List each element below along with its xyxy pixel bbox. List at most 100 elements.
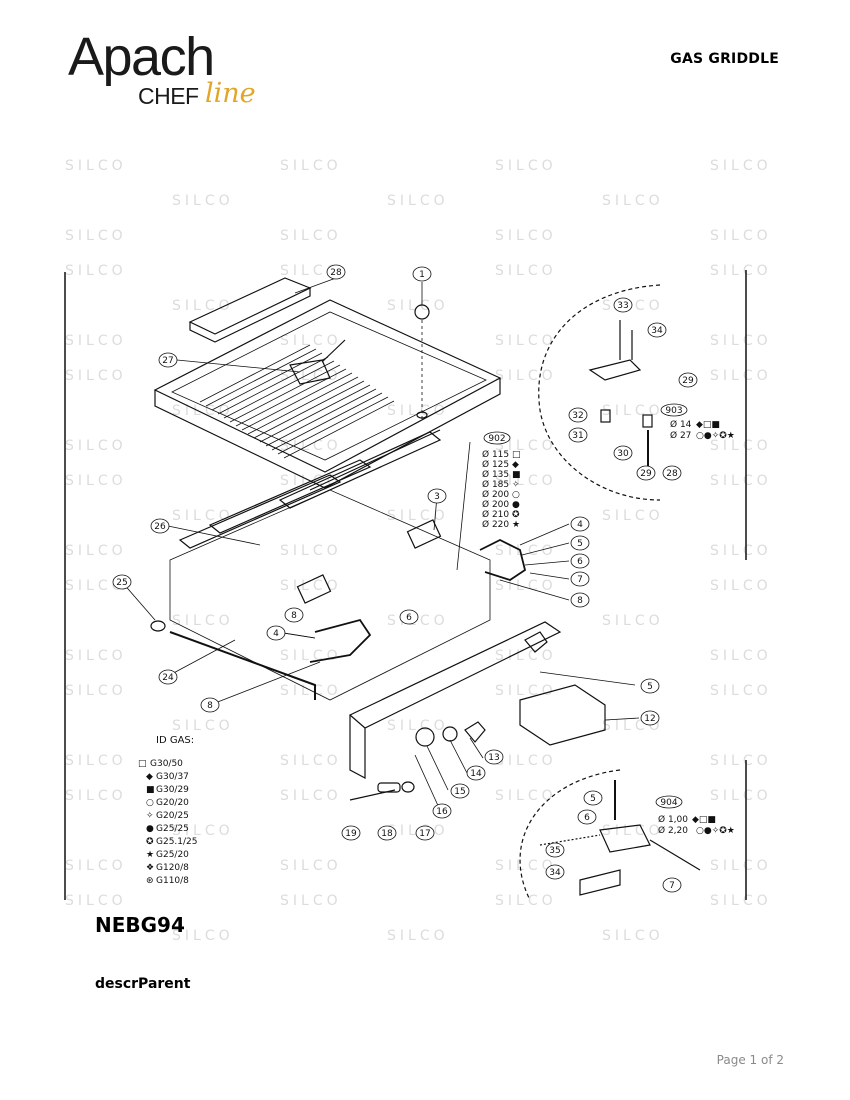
svg-text:○●✧✪★: ○●✧✪★ — [696, 431, 735, 441]
svg-text:✧: ✧ — [146, 811, 154, 821]
svg-text:17: 17 — [419, 829, 430, 839]
svg-text:✪: ✪ — [512, 510, 520, 520]
document-title: GAS GRIDDLE — [670, 51, 779, 67]
watermark-text: SILCO — [65, 228, 127, 244]
watermark-text: SILCO — [280, 158, 342, 174]
callout-8-left: 8 — [200, 697, 220, 713]
gas-id-legend: ID GAS: □G30/50 ◆G30/37 ■G30/29 ○G20/20 … — [138, 735, 198, 886]
svg-text:G30/37: G30/37 — [156, 772, 189, 782]
parts-diagram-svg: 28 1 27 3 26 25 24 8 8 4 6 4 5 6 7 8 5 1… — [64, 264, 747, 901]
svg-text:□: □ — [512, 450, 521, 460]
svg-text:14: 14 — [470, 769, 482, 779]
callout-6-left: 6 — [399, 609, 419, 625]
callout-8: 8 — [570, 592, 590, 608]
svg-text:902: 902 — [488, 434, 505, 444]
svg-text:35: 35 — [549, 846, 560, 856]
svg-text:26: 26 — [154, 522, 166, 532]
callout-33: 34 — [647, 322, 667, 338]
svg-text:Ø 2,20: Ø 2,20 — [658, 825, 688, 836]
svg-text:30: 30 — [617, 449, 629, 459]
svg-text:Ø 1,00: Ø 1,00 — [658, 814, 688, 825]
callout-5: 5 — [570, 535, 590, 551]
svg-text:G110/8: G110/8 — [156, 876, 189, 886]
svg-text:Ø 200: Ø 200 — [482, 489, 509, 500]
svg-text:4: 4 — [577, 520, 583, 530]
callout-23: 26 — [150, 518, 170, 534]
callout-25: 28 — [326, 264, 346, 280]
svg-text:Ø 135: Ø 135 — [482, 469, 509, 480]
svg-text:Ø 200: Ø 200 — [482, 499, 509, 510]
page-indicator: Page 1 of 2 — [716, 1053, 784, 1067]
svg-text:G30/50: G30/50 — [150, 759, 183, 769]
svg-text:■: ■ — [146, 785, 155, 795]
brand-sub: CHEF — [138, 83, 199, 109]
svg-text:34: 34 — [651, 326, 663, 336]
svg-text:●: ● — [512, 500, 520, 510]
callout-4-left: 4 — [266, 625, 286, 641]
svg-text:5: 5 — [590, 794, 596, 804]
svg-text:G20/20: G20/20 — [156, 798, 189, 808]
svg-text:29: 29 — [640, 469, 652, 479]
watermark-text: SILCO — [172, 193, 234, 209]
watermark-text: SILCO — [65, 158, 127, 174]
brand-name: Apach — [68, 27, 215, 87]
svg-text:□: □ — [138, 759, 147, 769]
watermark-text: SILCO — [602, 928, 664, 944]
watermark-text: SILCO — [387, 928, 449, 944]
svg-text:32: 32 — [572, 411, 583, 421]
callout-5-zoom: 5 — [583, 790, 603, 806]
svg-text:24: 24 — [162, 673, 174, 683]
watermark-text: SILCO — [710, 228, 772, 244]
svg-text:28: 28 — [330, 268, 342, 278]
callout-32: 33 — [613, 297, 633, 313]
callout-34: 34 — [545, 864, 565, 880]
ref-902-table: 902 Ø 115□ Ø 125◆ Ø 135■ Ø 185✧ Ø 200○ Ø… — [456, 431, 521, 571]
svg-text:G25.1/25: G25.1/25 — [156, 837, 198, 847]
brand-logo: Apach CHEF line — [68, 30, 278, 120]
svg-text:18: 18 — [381, 829, 393, 839]
svg-text:★: ★ — [512, 520, 520, 530]
callout-31: 32 — [568, 407, 588, 423]
svg-text:15: 15 — [454, 787, 465, 797]
callout-6-zoom: 6 — [577, 809, 597, 825]
svg-text:4: 4 — [273, 629, 279, 639]
svg-text:903: 903 — [665, 406, 682, 416]
svg-text:12: 12 — [644, 714, 655, 724]
svg-text:6: 6 — [584, 813, 590, 823]
svg-text:34: 34 — [549, 868, 561, 878]
svg-text:31: 31 — [572, 431, 583, 441]
callout-5-right: 5 — [640, 678, 660, 694]
model-code: NEBG94 — [95, 913, 185, 937]
svg-text:8: 8 — [577, 596, 583, 606]
callout-14: 14 — [466, 765, 486, 781]
svg-text:○: ○ — [146, 798, 154, 808]
svg-text:G25/20: G25/20 — [156, 850, 189, 860]
svg-text:3: 3 — [434, 492, 440, 502]
watermark-text: SILCO — [495, 158, 557, 174]
svg-text:5: 5 — [577, 539, 583, 549]
callout-26: 29 — [678, 372, 698, 388]
svg-text:✪: ✪ — [146, 837, 154, 847]
svg-text:13: 13 — [488, 753, 499, 763]
svg-text:★: ★ — [146, 850, 154, 860]
svg-text:G20/25: G20/25 — [156, 811, 189, 821]
callout-13: 13 — [484, 749, 504, 765]
callout-28: 29 — [636, 465, 656, 481]
svg-text:8: 8 — [291, 611, 297, 621]
svg-text:◆: ◆ — [512, 460, 519, 470]
callout-4: 4 — [570, 516, 590, 532]
svg-text:33: 33 — [617, 301, 628, 311]
callout-29: 30 — [613, 445, 633, 461]
svg-text:19: 19 — [345, 829, 357, 839]
watermark-text: SILCO — [710, 158, 772, 174]
svg-text:ID GAS:: ID GAS: — [156, 735, 194, 746]
svg-text:8: 8 — [207, 701, 213, 711]
svg-text:G30/29: G30/29 — [156, 785, 189, 795]
callout-7: 7 — [570, 571, 590, 587]
svg-text:29: 29 — [682, 376, 694, 386]
callout-30: 31 — [568, 427, 588, 443]
svg-text:Ø 115: Ø 115 — [482, 449, 509, 460]
svg-text:Ø 125: Ø 125 — [482, 459, 509, 470]
callout-3: 3 — [427, 488, 447, 504]
callout-19: 19 — [341, 825, 361, 841]
